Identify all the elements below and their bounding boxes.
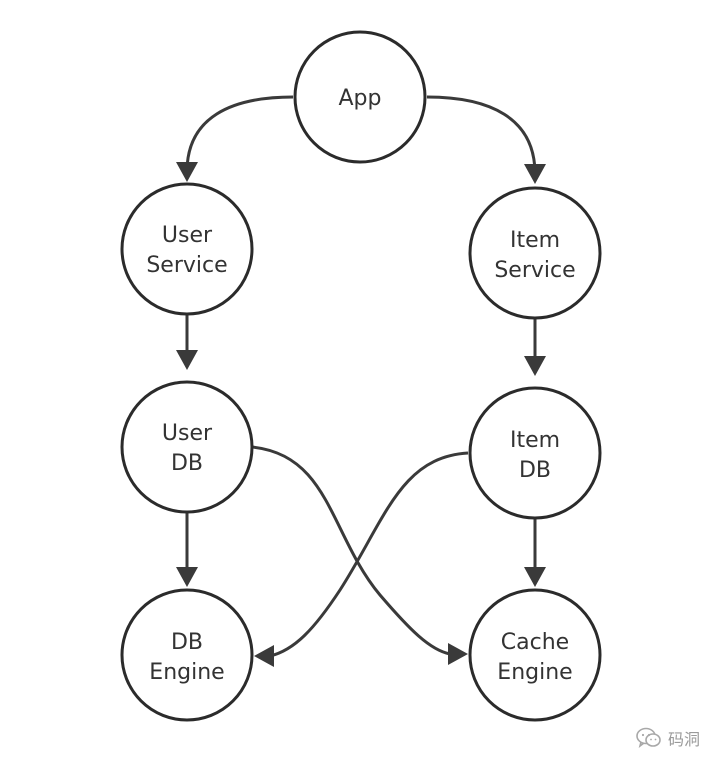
- edge-app-to-item-service: [426, 95, 537, 173]
- node-label-line-1: DB: [171, 630, 203, 655]
- arrow-head: [176, 162, 198, 182]
- node-item-service: Item Service: [468, 186, 602, 320]
- arrow-head: [176, 567, 198, 587]
- node-circle: [468, 588, 602, 722]
- node-label-line-2: DB: [519, 458, 551, 483]
- node-cache-engine: Cache Engine: [468, 588, 602, 722]
- watermark: 码洞: [636, 726, 700, 750]
- arrow-head: [524, 164, 546, 184]
- node-label-line-2: Engine: [497, 660, 572, 685]
- node-circle: [293, 30, 427, 164]
- node-label-line-2: Service: [494, 258, 575, 283]
- node-label-line-1: Item: [510, 428, 560, 453]
- arrow-head: [524, 567, 546, 587]
- edge-app-to-user-service: [185, 95, 294, 171]
- node-circle: [120, 588, 254, 722]
- node-user-db: User DB: [120, 380, 254, 514]
- node-label-line-2: Service: [146, 253, 227, 278]
- node-item-db: Item DB: [468, 386, 602, 520]
- edge-item-db-to-db-engine: [269, 451, 469, 658]
- node-circle: [468, 386, 602, 520]
- node-label-line-1: Cache: [501, 630, 569, 655]
- node-label-line-1: User: [162, 223, 213, 248]
- wechat-icon: [636, 727, 662, 749]
- node-app: App: [293, 30, 427, 164]
- node-circle: [120, 380, 254, 514]
- edge-user-db-to-cache-engine: [251, 445, 451, 656]
- node-circle: [468, 186, 602, 320]
- node-label-line-2: Engine: [149, 660, 224, 685]
- node-label-line-1: User: [162, 421, 213, 446]
- node-label-line-1: Item: [510, 228, 560, 253]
- node-label: App: [339, 86, 382, 111]
- arrow-head: [448, 643, 468, 665]
- edges: [176, 95, 546, 667]
- watermark-text: 码洞: [667, 730, 700, 749]
- arrow-head: [524, 356, 546, 376]
- node-label-line-2: DB: [171, 451, 203, 476]
- arrow-head: [176, 350, 198, 370]
- node-db-engine: DB Engine: [120, 588, 254, 722]
- arrow-head: [254, 645, 274, 667]
- node-user-service: User Service: [120, 182, 254, 316]
- node-circle: [120, 182, 254, 316]
